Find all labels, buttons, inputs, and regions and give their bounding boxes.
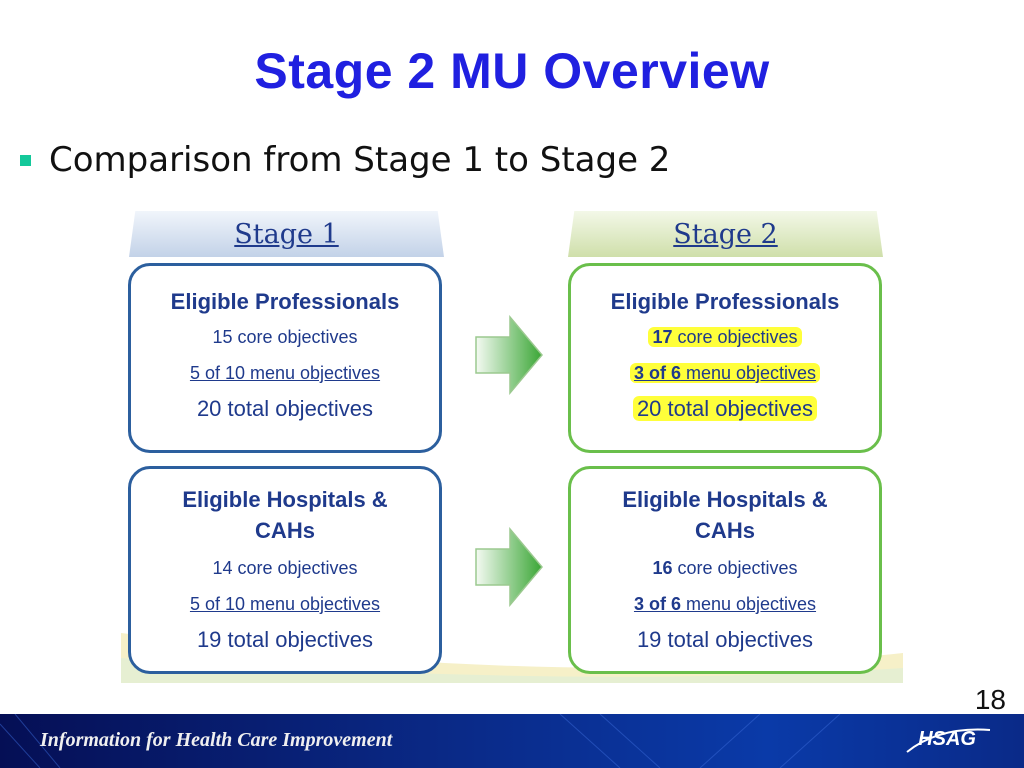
core-objectives: 15 core objectives [212, 327, 358, 347]
core-label: core objectives [672, 327, 798, 347]
total-text: 20 total objectives [632, 396, 818, 421]
panel-heading-line2: CAHs [255, 518, 315, 543]
bullet-square-icon [20, 154, 31, 166]
slide-title: Stage 2 MU Overview [254, 43, 770, 99]
stage1-ep-panel: Eligible Professionals 15 core objective… [128, 263, 442, 453]
arrow-right-icon [475, 315, 543, 395]
stage2-ep-panel: Eligible Professionals 17 core objective… [568, 263, 882, 453]
menu-label: menu objectives [680, 363, 817, 383]
bullet-item: Comparison from Stage 1 to Stage 2 [20, 140, 670, 180]
stage2-eh-panel: Eligible Hospitals & CAHs 16 core object… [568, 466, 882, 674]
menu-objectives: 3 of 6 menu objectives [571, 362, 879, 384]
total-objectives: 20 total objectives [571, 394, 879, 424]
panel-heading-line1: Eligible Hospitals & [622, 487, 828, 512]
menu-objectives: 3 of 6 menu objectives [571, 593, 879, 615]
menu-count: 3 of 6 [633, 363, 681, 383]
panel-heading-line2: CAHs [695, 518, 755, 543]
panel-heading-line1: Eligible Hospitals & [182, 487, 388, 512]
logo-swoosh-icon [906, 728, 991, 753]
comparison-diagram: Stage 1 Stage 2 Eligible Professionals 1… [121, 205, 903, 683]
panel-heading: Eligible Professionals [610, 289, 840, 314]
arrow-right-icon [475, 527, 543, 607]
hsag-logo: HSAG [918, 728, 976, 750]
menu-label: menu objectives [680, 594, 817, 614]
page-number: 18 [974, 684, 1006, 715]
total-objectives: 19 total objectives [196, 627, 374, 652]
menu-count: 3 of 6 [633, 594, 681, 614]
footer-banner: Information for Health Care Improvement … [0, 714, 1024, 768]
menu-objectives: 5 of 10 menu objectives [189, 363, 381, 383]
core-count: 17 [652, 327, 673, 347]
footer-decoration [0, 714, 841, 768]
core-objectives: 14 core objectives [212, 558, 358, 578]
menu-objectives: 5 of 10 menu objectives [189, 594, 381, 614]
core-count: 16 [652, 558, 673, 578]
stage2-header: Stage 2 [568, 211, 883, 257]
total-objectives: 19 total objectives [636, 627, 814, 652]
stage1-header: Stage 1 [129, 211, 444, 257]
total-objectives: 20 total objectives [196, 396, 374, 421]
core-objectives: 16 core objectives [571, 557, 879, 579]
footer-tagline: Information for Health Care Improvement [40, 729, 393, 751]
bullet-text: Comparison from Stage 1 to Stage 2 [49, 140, 671, 180]
core-objectives: 17 core objectives [571, 326, 879, 348]
core-label: core objectives [672, 558, 798, 578]
stage1-eh-panel: Eligible Hospitals & CAHs 14 core object… [128, 466, 442, 674]
panel-heading: Eligible Professionals [170, 289, 400, 314]
